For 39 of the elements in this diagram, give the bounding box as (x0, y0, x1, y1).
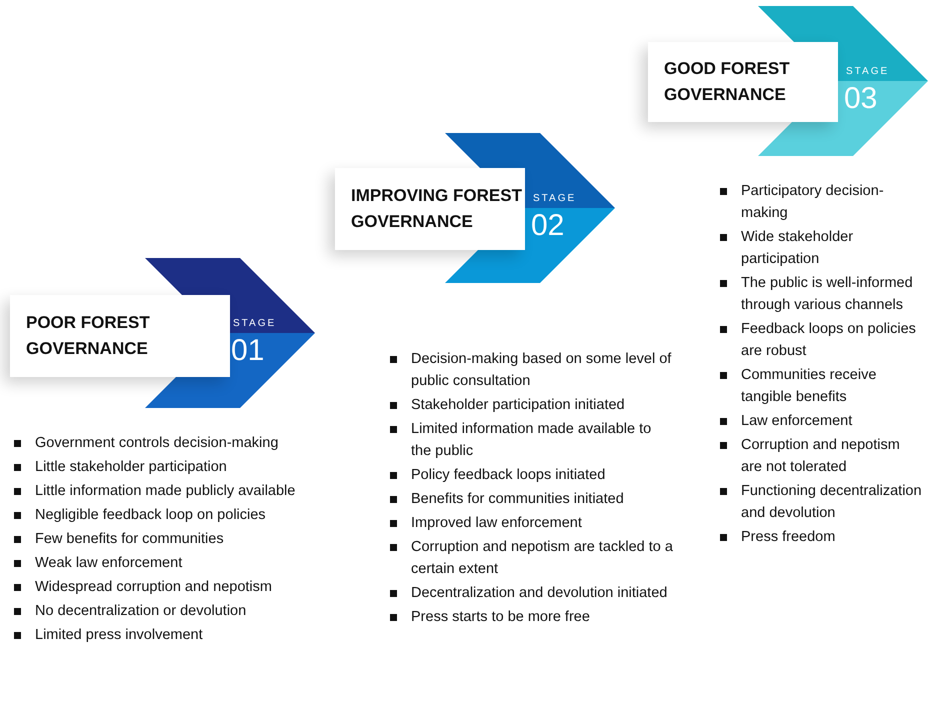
stage-title: IMPROVING FOREST GOVERNANCE (351, 185, 523, 233)
bullet-item: Decision-making based on some level of public consultation (411, 350, 672, 391)
bullet-item: Few benefits for communities (35, 530, 224, 549)
stage-label: STAGE (846, 66, 890, 77)
bullet-item: No decentralization or devolution (35, 602, 246, 621)
bullet-item: Little information made publicly available (35, 482, 296, 501)
bullet-item: Participatory decision-making (741, 182, 885, 223)
bullet-item: Functioning decentralization and devolution (741, 482, 923, 523)
bullet-item: Corruption and nepotism are tackled to a certain extent (411, 538, 673, 579)
bullet-item: Wide stakeholder participation (741, 228, 854, 269)
stage-label: STAGE (233, 318, 276, 329)
bullet-item: The public is well-informed through various channels (741, 274, 914, 315)
bullet-item: Negligible feedback loop on policies (35, 506, 266, 525)
stage-number: 02 (531, 209, 564, 243)
bullet-item: Decentralization and devolution initiated (411, 584, 668, 603)
title-card (648, 42, 838, 122)
bullet-item: Limited information made available to the public (411, 420, 652, 461)
bullet-item: Stakeholder participation initiated (411, 396, 625, 415)
stage-label: STAGE (533, 193, 576, 204)
bullet-item: Feedback loops on policies are robust (741, 320, 917, 361)
bullet-item: Government controls decision-making (35, 434, 278, 453)
bullet-item: Improved law enforcement (411, 514, 582, 533)
bullet-item: Press freedom (741, 528, 836, 547)
bullet-item: Law enforcement (741, 412, 852, 431)
bullet-item: Benefits for communities initiated (411, 490, 624, 509)
stage-number: 03 (844, 82, 878, 116)
bullet-item: Widespread corruption and nepotism (35, 578, 272, 597)
bullet-item: Corruption and nepotism are not tolerated (741, 436, 901, 477)
bullet-item: Little stakeholder participation (35, 458, 227, 477)
stage-title: POOR FOREST GOVERNANCE (26, 312, 151, 360)
bullet-item: Limited press involvement (35, 626, 203, 645)
title-card (10, 295, 230, 377)
title-card (335, 168, 525, 250)
bullet-item: Weak law enforcement (35, 554, 182, 573)
stage-title: GOOD FOREST GOVERNANCE (664, 58, 791, 106)
bullet-item: Communities receive tangible benefits (741, 366, 878, 407)
bullet-item: Policy feedback loops initiated (411, 466, 606, 485)
bullet-item: Press starts to be more free (411, 608, 590, 627)
stage-number: 01 (231, 334, 264, 368)
